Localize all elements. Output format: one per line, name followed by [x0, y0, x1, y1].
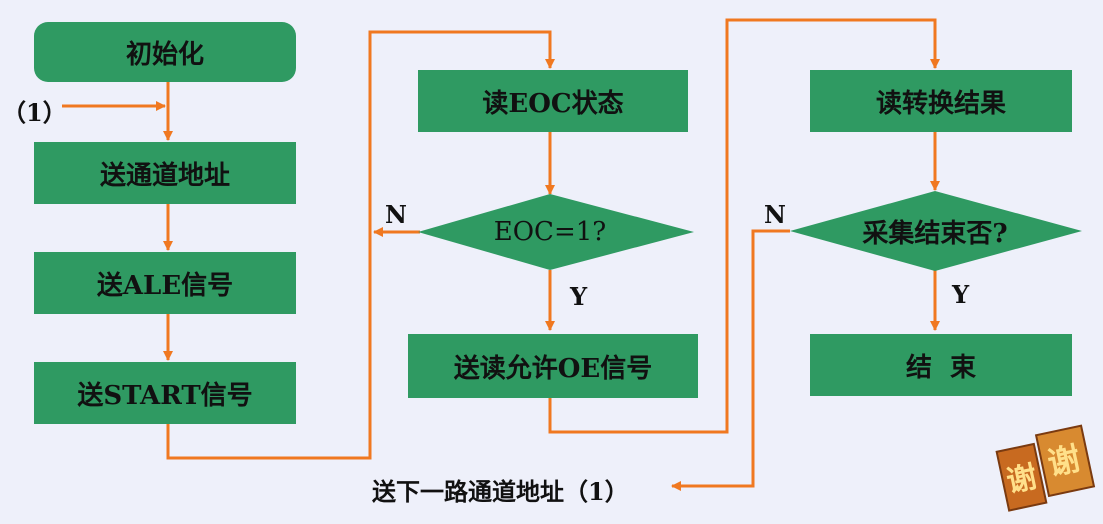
next-channel-label: 送下一路通道地址（1）	[372, 477, 629, 506]
svg-text:谢: 谢	[1044, 439, 1083, 483]
arrow-oe-to-read-result	[548, 18, 940, 434]
end-box: 结 束	[810, 334, 1072, 396]
read-eoc-box: 读EOC状态	[418, 70, 688, 132]
end-label: 结 束	[905, 352, 977, 383]
collect-yes-label: Y	[952, 280, 970, 309]
send-oe-box: 送读允许OE信号	[408, 334, 698, 398]
read-result-label: 读转换结果	[875, 88, 1006, 119]
collect-diamond-shape	[790, 191, 1082, 271]
init-box: 初始化	[34, 22, 296, 82]
send-channel-address-box: 送通道地址	[34, 142, 296, 204]
read-eoc-label: 读EOC状态	[482, 88, 624, 119]
send-channel-address-label: 送通道地址	[99, 160, 230, 191]
eoc-check-label: EOC=1?	[493, 217, 607, 247]
send-oe-label: 送读允许OE信号	[453, 353, 653, 384]
init-label: 初始化	[125, 39, 204, 70]
read-result-box: 读转换结果	[810, 70, 1072, 132]
collect-done-check-label: 采集结束否?	[862, 218, 1008, 249]
collect-no-label: N	[764, 200, 786, 229]
entry-point-label: （1）	[2, 98, 67, 127]
svg-text:谢: 谢	[1004, 459, 1041, 499]
eoc-yes-label: Y	[570, 282, 588, 311]
thanks-logo: 谢 谢	[995, 424, 1096, 512]
send-ale-label: 送ALE信号	[96, 270, 234, 301]
arrow-collect-no	[671, 229, 790, 491]
arrow-start-to-read-eoc	[166, 30, 555, 460]
send-start-label: 送START信号	[77, 380, 253, 411]
send-ale-box: 送ALE信号	[34, 252, 296, 314]
eoc-diamond-shape	[418, 194, 694, 270]
eoc-no-label: N	[385, 200, 407, 229]
send-start-box: 送START信号	[34, 362, 296, 424]
